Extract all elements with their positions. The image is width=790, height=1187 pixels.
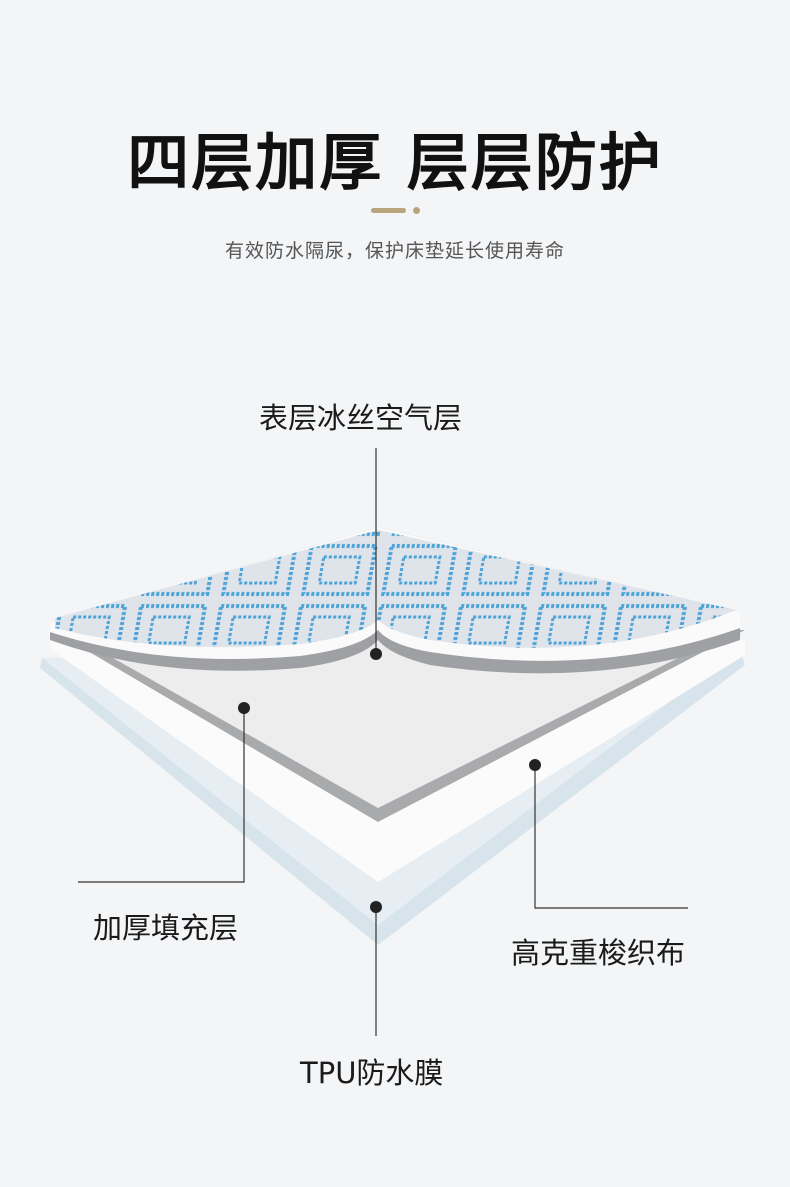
page-title: 四层加厚 层层防护: [127, 126, 663, 199]
label-woven-layer: 高克重梭织布: [511, 936, 686, 970]
label-filling-layer: 加厚填充层: [93, 911, 239, 945]
marker-dot: [370, 648, 382, 660]
marker-dot: [238, 702, 250, 714]
marker-dot: [529, 759, 541, 771]
title-divider: [371, 208, 406, 213]
page-subtitle: 有效防水隔尿，保护床垫延长使用寿命: [224, 240, 565, 262]
divider-dot: [413, 207, 420, 214]
marker-dot: [370, 901, 382, 913]
label-top-layer: 表层冰丝空气层: [259, 401, 463, 435]
top-layer-pattern: [55, 530, 736, 648]
label-tpu-layer: TPU防水膜: [300, 1056, 444, 1090]
